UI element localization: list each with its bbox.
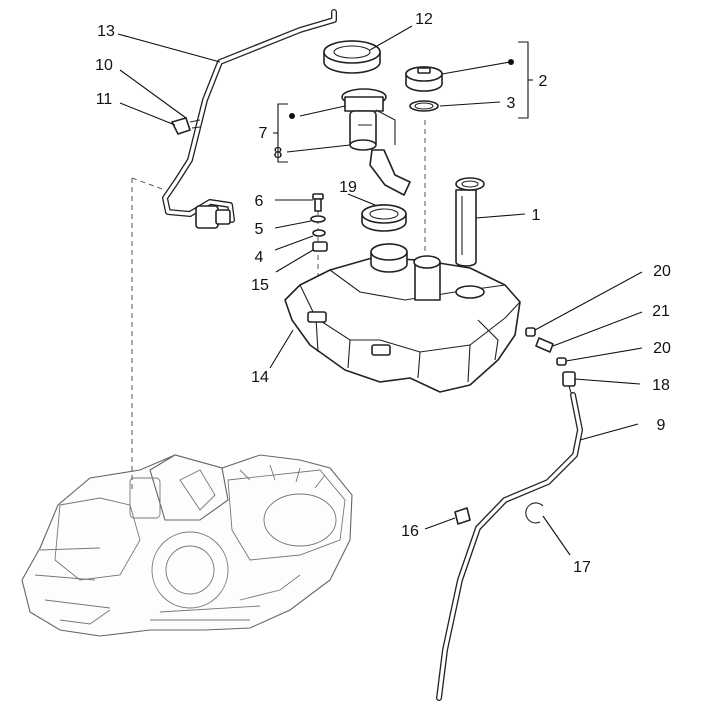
callout-10: 10 — [95, 57, 113, 74]
callout-13: 13 — [97, 23, 115, 40]
bullet-dot-7 — [289, 113, 295, 119]
filler-cap-2 — [405, 66, 443, 92]
callout-8: 8 — [274, 145, 283, 162]
fuel-hose-13 — [162, 9, 337, 229]
callout-20-lower: 20 — [653, 340, 671, 357]
callout-3: 3 — [507, 95, 516, 112]
bullet-dot-2 — [508, 59, 514, 65]
hose-clip-10-11 — [171, 117, 201, 135]
callout-16: 16 — [401, 523, 419, 540]
clamp-17 — [525, 502, 544, 524]
callout-12: 12 — [415, 11, 433, 28]
engine-assembly-drawing — [21, 454, 353, 637]
fuel-level-sender-1 — [455, 177, 485, 267]
fuel-pump-8 — [341, 88, 411, 196]
callout-1: 1 — [532, 207, 541, 224]
callout-2: 2 — [539, 73, 548, 90]
callout-9: 9 — [657, 417, 666, 434]
breather-pipe-21 — [535, 337, 554, 353]
callout-17: 17 — [573, 559, 591, 576]
callout-20-upper: 20 — [653, 263, 671, 280]
fuel-tank-14 — [284, 243, 521, 393]
clamp-20-lower — [556, 357, 567, 366]
seal-ring-3 — [409, 100, 439, 112]
bolt-6 — [312, 193, 324, 212]
leader-lines — [117, 25, 643, 556]
washer-4 — [312, 229, 326, 237]
clip-16 — [454, 507, 471, 525]
washer-5 — [310, 215, 326, 223]
dashed-connection-line-short — [131, 177, 166, 191]
callout-labels: 13 10 11 12 2 3 7 8 19 1 6 5 4 15 14 20 … — [95, 11, 671, 576]
callout-14: 14 — [251, 369, 269, 386]
callout-19: 19 — [339, 179, 357, 196]
callout-11: 11 — [96, 91, 113, 108]
callout-6: 6 — [255, 193, 264, 210]
callout-7: 7 — [259, 125, 268, 142]
callout-5: 5 — [255, 221, 264, 238]
callout-15: 15 — [251, 277, 269, 294]
callout-4: 4 — [255, 249, 264, 266]
gasket-19 — [361, 204, 407, 232]
clamp-20-upper — [525, 327, 536, 337]
callout-18: 18 — [652, 377, 670, 394]
callout-21: 21 — [652, 303, 670, 320]
drain-hose-9 — [436, 392, 583, 701]
ring-nut-12 — [323, 40, 381, 74]
bracket-15 — [312, 241, 328, 252]
